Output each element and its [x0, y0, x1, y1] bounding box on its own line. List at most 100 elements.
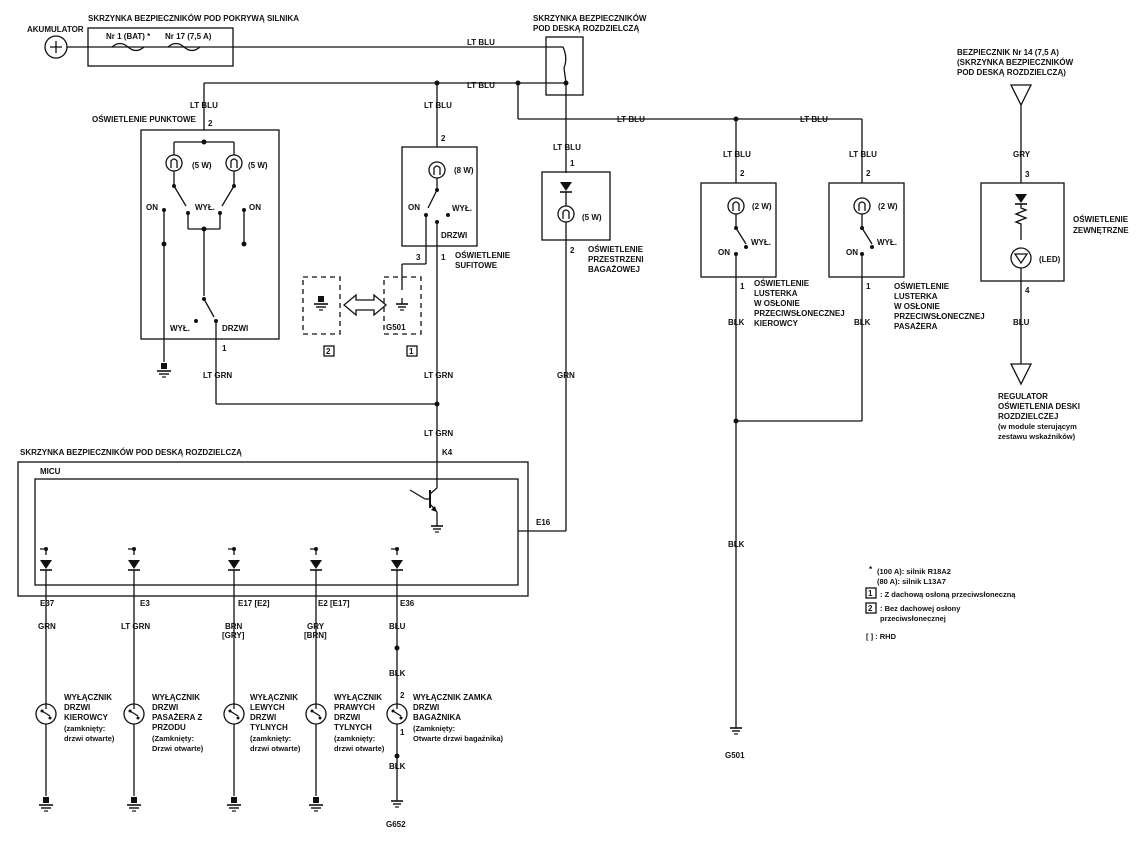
- svg-text:(zamknięty:: (zamknięty:: [334, 734, 375, 743]
- svg-text:E3: E3: [140, 599, 150, 608]
- door-switch-passenger: E3 LT GRN WYŁĄCZNIK DRZWI PASAŻERA Z PRZ…: [121, 547, 204, 812]
- micu-transistor-icon: [409, 463, 444, 533]
- svg-text:2: 2: [400, 691, 405, 700]
- svg-text:OŚWIETLENIE: OŚWIETLENIE: [455, 251, 511, 260]
- svg-text:DRZWI: DRZWI: [222, 324, 248, 333]
- ground-option-1-icon: [395, 297, 409, 311]
- svg-text:[GRY]: [GRY]: [222, 631, 245, 640]
- svg-text:PRAWYCH: PRAWYCH: [334, 703, 375, 712]
- door-switch-rear-right: E2 [E17] GRY [BRN] WYŁĄCZNIK PRAWYCH DRZ…: [304, 547, 385, 812]
- svg-text:drzwi otwarte): drzwi otwarte): [64, 734, 115, 743]
- svg-text:LT BLU: LT BLU: [424, 101, 452, 110]
- svg-text:ON: ON: [846, 248, 858, 257]
- svg-text:(zamknięty:: (zamknięty:: [250, 734, 291, 743]
- svg-text:SKRZYNKA BEZPIECZNIKÓW: SKRZYNKA BEZPIECZNIKÓW: [533, 14, 647, 23]
- fuse-box-engine-title: SKRZYNKA BEZPIECZNIKÓW POD POKRYWĄ SILNI…: [88, 14, 299, 23]
- svg-text:2: 2: [570, 246, 575, 255]
- svg-text:PRZECIWSŁONECZNEJ: PRZECIWSŁONECZNEJ: [894, 312, 985, 321]
- svg-text:WYŁĄCZNIK: WYŁĄCZNIK: [334, 693, 382, 702]
- svg-text:BLK: BLK: [389, 669, 406, 678]
- spot-light: OŚWIETLENIE PUNKTOWE 2 (5 W) (5 W) ON WY…: [92, 115, 280, 353]
- svg-text:(5 W): (5 W): [582, 213, 602, 222]
- svg-text:E16: E16: [536, 518, 551, 527]
- spot-light-title: OŚWIETLENIE PUNKTOWE: [92, 115, 197, 124]
- svg-text:zestawu wskaźników): zestawu wskaźników): [998, 432, 1076, 441]
- battery: AKUMULATOR: [27, 25, 84, 59]
- svg-text:1: 1: [868, 589, 873, 598]
- svg-text:(2 W): (2 W): [878, 202, 898, 211]
- svg-text:2: 2: [868, 604, 873, 613]
- svg-text:E2 [E17]: E2 [E17]: [318, 599, 350, 608]
- svg-text:DRZWI: DRZWI: [64, 703, 90, 712]
- svg-text:1: 1: [409, 347, 414, 356]
- svg-text:G501: G501: [386, 323, 406, 332]
- door-switch-passenger-ground-icon: [126, 796, 142, 812]
- svg-text:G652: G652: [386, 820, 406, 829]
- svg-text:WYŁĄCZNIK ZAMKA: WYŁĄCZNIK ZAMKA: [413, 693, 492, 702]
- svg-text:(80 A): silnik L13A7: (80 A): silnik L13A7: [877, 577, 946, 586]
- trunk-diode-icon: [559, 181, 573, 193]
- regulator-connector-icon: [1009, 363, 1033, 386]
- svg-text:DRZWI: DRZWI: [250, 713, 276, 722]
- fuse-1-label: Nr 1 (BAT) *: [106, 32, 151, 41]
- svg-text:LT BLU: LT BLU: [800, 115, 828, 124]
- svg-text:(5 W): (5 W): [192, 161, 212, 170]
- svg-text:GRN: GRN: [557, 371, 575, 380]
- svg-text:BLU: BLU: [389, 622, 406, 631]
- svg-text:BEZPIECZNIK Nr 14 (7,5 A): BEZPIECZNIK Nr 14 (7,5 A): [957, 48, 1059, 57]
- svg-text:LEWYCH: LEWYCH: [250, 703, 285, 712]
- svg-text:ON: ON: [718, 248, 730, 257]
- trunk-light: 1 (5 W) 2 OŚWIETLENIE PRZESTRZENI BAGAŻO…: [541, 159, 644, 274]
- svg-text:WYŁ.: WYŁ.: [877, 238, 897, 247]
- svg-text:DRZWI: DRZWI: [152, 703, 178, 712]
- mirror-light-passenger: 2 (2 W) ON WYŁ. 1 OŚWIETLENIE LUSTERKA W…: [828, 169, 985, 331]
- door-switch-rear-left: E17 [E2] BRN [GRY] WYŁĄCZNIK LEWYCH DRZW…: [222, 547, 301, 812]
- svg-text:4: 4: [1025, 286, 1030, 295]
- svg-text:MICU: MICU: [40, 467, 61, 476]
- svg-text:3: 3: [1025, 170, 1030, 179]
- svg-text:SKRZYNKA BEZPIECZNIKÓW POD DES: SKRZYNKA BEZPIECZNIKÓW POD DESKĄ ROZDZIE…: [20, 448, 242, 457]
- spot-bulb-right-icon: [225, 154, 243, 172]
- svg-text:LT BLU: LT BLU: [467, 81, 495, 90]
- svg-text:BRN: BRN: [225, 622, 243, 631]
- door-switch-rear-right-ground-icon: [308, 796, 324, 812]
- svg-text:LUSTERKA: LUSTERKA: [894, 292, 938, 301]
- svg-text:(Zamknięty:: (Zamknięty:: [152, 734, 194, 743]
- svg-text:LT BLU: LT BLU: [467, 38, 495, 47]
- svg-text:BLK: BLK: [854, 318, 871, 327]
- svg-text:DRZWI: DRZWI: [441, 231, 467, 240]
- svg-text:DRZWI: DRZWI: [334, 713, 360, 722]
- swap-arrow-icon: [342, 293, 388, 317]
- svg-text:WYŁ.: WYŁ.: [452, 204, 472, 213]
- ground-option-2-icon: [313, 295, 329, 311]
- svg-text:: Z dachową osłoną przeciwsłon: : Z dachową osłoną przeciwsłoneczną: [880, 590, 1016, 599]
- svg-text:PASAŻERA Z: PASAŻERA Z: [152, 713, 202, 722]
- ceiling-light: 2 (8 W) ON WYŁ. DRZWI 3 1 OŚWIETLENIE SU…: [401, 134, 511, 270]
- svg-text:WYŁ.: WYŁ.: [170, 324, 190, 333]
- svg-text:PRZECIWSŁONECZNEJ: PRZECIWSŁONECZNEJ: [754, 309, 845, 318]
- svg-text:WYŁ.: WYŁ.: [195, 203, 215, 212]
- svg-text:TYLNYCH: TYLNYCH: [250, 723, 288, 732]
- svg-text:OŚWIETLENIE: OŚWIETLENIE: [1073, 215, 1129, 224]
- svg-text:1: 1: [570, 159, 575, 168]
- svg-text:REGULATOR: REGULATOR: [998, 392, 1048, 401]
- trunk-bulb-icon: [557, 205, 575, 223]
- svg-text:BAGAŻOWEJ: BAGAŻOWEJ: [588, 265, 640, 274]
- fuse-box-engine: SKRZYNKA BEZPIECZNIKÓW POD POKRYWĄ SILNI…: [87, 14, 299, 67]
- fuse-14-connector-icon: [1009, 84, 1033, 107]
- svg-text:ON: ON: [146, 203, 158, 212]
- svg-text:WYŁ.: WYŁ.: [751, 238, 771, 247]
- svg-text:BAGAŻNIKA: BAGAŻNIKA: [413, 713, 461, 722]
- svg-text:[BRN]: [BRN]: [304, 631, 327, 640]
- svg-text:PASAŻERA: PASAŻERA: [894, 322, 938, 331]
- svg-text:PRZESTRZENI: PRZESTRZENI: [588, 255, 644, 264]
- svg-text:ON: ON: [408, 203, 420, 212]
- svg-text:POD DESKĄ ROZDZIELCZĄ: POD DESKĄ ROZDZIELCZĄ: [533, 24, 639, 33]
- svg-text:W OSŁONIE: W OSŁONIE: [754, 299, 800, 308]
- ceiling-bulb-icon: [428, 161, 446, 179]
- svg-text:ZEWNĘTRZNE: ZEWNĘTRZNE: [1073, 226, 1129, 235]
- svg-text:(w module sterującym: (w module sterującym: [998, 422, 1077, 431]
- resistor-icon: [1014, 204, 1028, 240]
- svg-text:(Zamknięty:: (Zamknięty:: [413, 724, 455, 733]
